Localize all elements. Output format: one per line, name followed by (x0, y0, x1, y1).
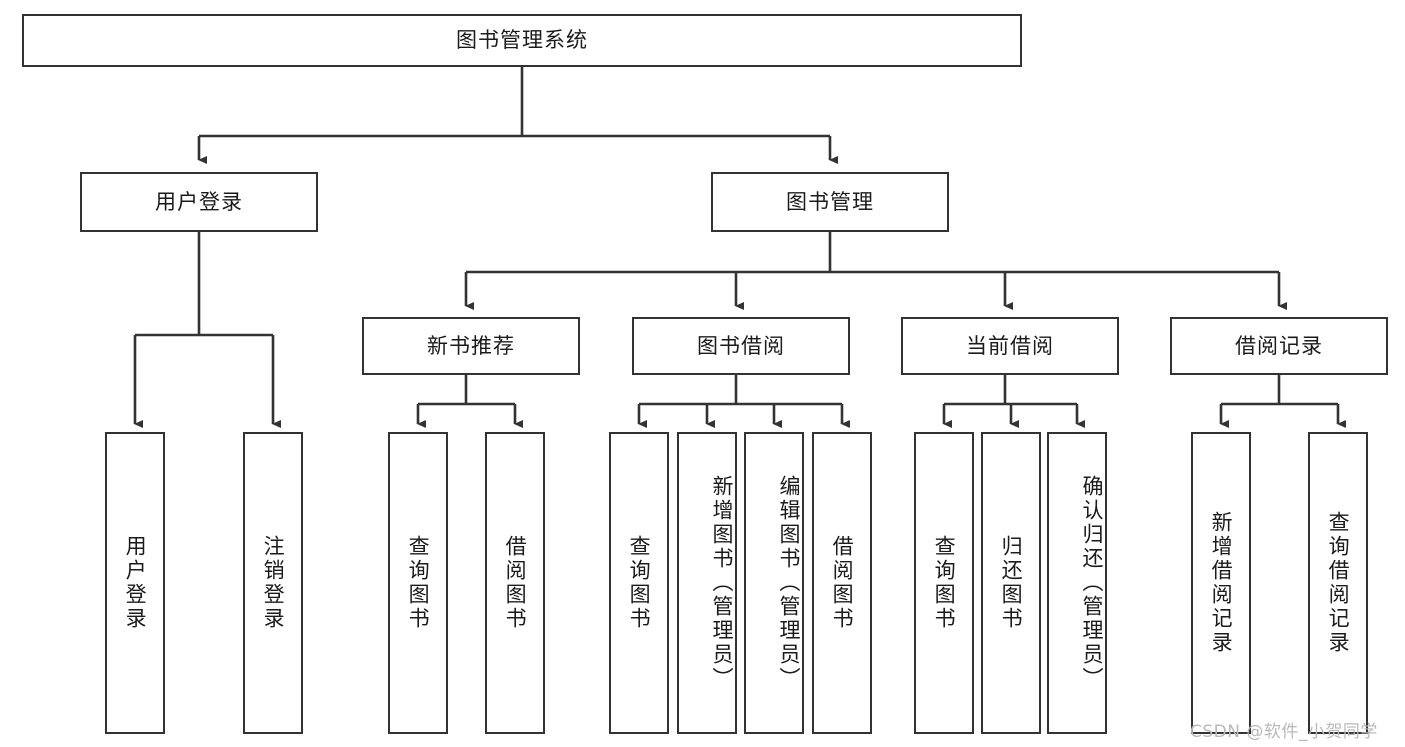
node-new-book-recommendation[interactable]: 新书推荐 (362, 317, 580, 375)
leaf-current-borrow-return-books[interactable]: 归还图书 (981, 432, 1041, 734)
leaf-current-borrow-confirm-return-admin[interactable]: 确认归还（管理员） (1047, 432, 1107, 734)
node-borrow-records[interactable]: 借阅记录 (1170, 317, 1388, 375)
leaf-new-book-borrow-books[interactable]: 借阅图书 (485, 432, 545, 734)
leaf-book-borrow-borrow-books[interactable]: 借阅图书 (812, 432, 872, 734)
leaf-book-borrow-add-book-admin[interactable]: 新增图书（管理员） (677, 432, 737, 734)
node-book-borrowing[interactable]: 图书借阅 (632, 317, 850, 375)
leaf-user-login-logout[interactable]: 注销登录 (243, 432, 303, 734)
leaf-user-login-signin[interactable]: 用户登录 (105, 432, 165, 734)
node-root-book-management-system[interactable]: 图书管理系统 (22, 14, 1022, 67)
csdn-watermark: CSDN @软件_小贺同学 (1190, 722, 1378, 742)
leaf-borrow-records-add-record[interactable]: 新增借阅记录 (1191, 432, 1251, 734)
node-user-login[interactable]: 用户登录 (80, 172, 318, 232)
leaf-book-borrow-query-books[interactable]: 查询图书 (609, 432, 669, 734)
leaf-current-borrow-query-books[interactable]: 查询图书 (914, 432, 974, 734)
leaf-new-book-query-books[interactable]: 查询图书 (388, 432, 448, 734)
leaf-book-borrow-edit-book-admin[interactable]: 编辑图书（管理员） (744, 432, 804, 734)
node-book-management[interactable]: 图书管理 (711, 172, 949, 232)
leaf-borrow-records-query-record[interactable]: 查询借阅记录 (1308, 432, 1368, 734)
node-current-borrowing[interactable]: 当前借阅 (901, 317, 1119, 375)
